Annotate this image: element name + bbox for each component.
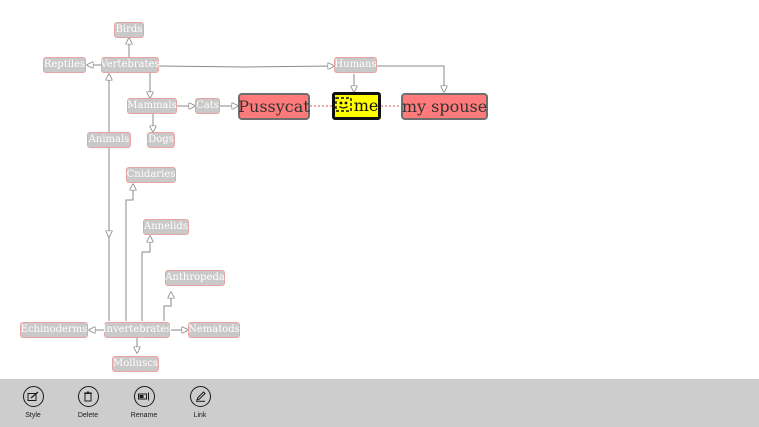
link-invertebrates-annelids bbox=[141, 236, 150, 321]
node-my-spouse-label: my spouse bbox=[401, 96, 488, 116]
node-cats[interactable]: Cats bbox=[195, 98, 220, 114]
link-invertebrates-cnidaries bbox=[125, 184, 133, 321]
node-anthropeda-label: Anthropeda bbox=[165, 272, 225, 283]
node-molluscs[interactable]: Molluscs bbox=[112, 356, 159, 372]
node-animals[interactable]: Animals bbox=[87, 132, 131, 148]
node-dogs-label: Dogs bbox=[148, 134, 174, 145]
node-nematods[interactable]: Nematods bbox=[188, 322, 240, 338]
node-invertebrates-label: Invertebrates bbox=[102, 324, 172, 335]
style-label: Style bbox=[25, 412, 41, 419]
node-invertebrates[interactable]: Invertebrates bbox=[102, 322, 172, 338]
node-dogs[interactable]: Dogs bbox=[147, 132, 175, 148]
link-humans-spouse bbox=[377, 65, 444, 92]
node-animals-label: Animals bbox=[88, 134, 130, 145]
node-me-label: me bbox=[353, 96, 379, 115]
node-cnidaries[interactable]: Cnidaries bbox=[126, 167, 176, 183]
node-mammals-label: Mammals bbox=[127, 100, 177, 111]
connection-lines bbox=[0, 0, 759, 379]
link-button[interactable]: Link bbox=[178, 386, 222, 419]
node-reptiles[interactable]: Reptiles bbox=[43, 57, 86, 73]
node-pussycat[interactable]: Pussycat bbox=[238, 93, 310, 120]
node-reptiles-label: Reptiles bbox=[43, 59, 86, 70]
node-echinoderms-label: Echinoderms bbox=[20, 324, 88, 335]
mind-map-canvas[interactable]: Birds Reptiles Vertebrates Humans Mammal… bbox=[0, 0, 759, 379]
link-vertebrates-humans bbox=[158, 66, 334, 67]
node-humans[interactable]: Humans bbox=[334, 57, 377, 73]
node-cats-label: Cats bbox=[196, 100, 219, 111]
node-anthropeda[interactable]: Anthropeda bbox=[165, 270, 225, 286]
rename-label: Rename bbox=[130, 412, 158, 419]
node-vertebrates-label: Vertebrates bbox=[100, 59, 160, 70]
delete-button[interactable]: Delete bbox=[66, 386, 110, 419]
style-icon bbox=[22, 386, 44, 407]
node-annelids-label: Annelids bbox=[144, 221, 188, 232]
node-annelids[interactable]: Annelids bbox=[143, 219, 189, 235]
node-cnidaries-label: Cnidaries bbox=[126, 169, 176, 180]
style-button[interactable]: Style bbox=[11, 386, 55, 419]
node-nematods-label: Nematods bbox=[188, 324, 240, 335]
delete-label: Delete bbox=[77, 412, 99, 419]
node-pussycat-label: Pussycat bbox=[238, 96, 310, 116]
node-birds[interactable]: Birds bbox=[114, 22, 144, 38]
node-vertebrates[interactable]: Vertebrates bbox=[100, 57, 160, 73]
node-echinoderms[interactable]: Echinoderms bbox=[20, 322, 88, 338]
pen-icon bbox=[189, 386, 211, 407]
node-birds-label: Birds bbox=[115, 24, 143, 35]
link-label: Link bbox=[193, 412, 207, 419]
node-humans-label: Humans bbox=[334, 59, 377, 70]
rename-icon bbox=[133, 386, 155, 407]
node-mammals[interactable]: Mammals bbox=[127, 98, 177, 114]
node-me-selected[interactable]: me bbox=[332, 92, 381, 120]
link-invertebrates-anthropeda bbox=[163, 292, 171, 321]
app-bar: Style Delete Rename Link bbox=[0, 379, 759, 427]
face-icon bbox=[334, 97, 352, 115]
rename-button[interactable]: Rename bbox=[122, 386, 166, 419]
node-molluscs-label: Molluscs bbox=[113, 358, 158, 369]
node-my-spouse[interactable]: my spouse bbox=[401, 93, 488, 120]
trash-icon bbox=[77, 386, 99, 407]
